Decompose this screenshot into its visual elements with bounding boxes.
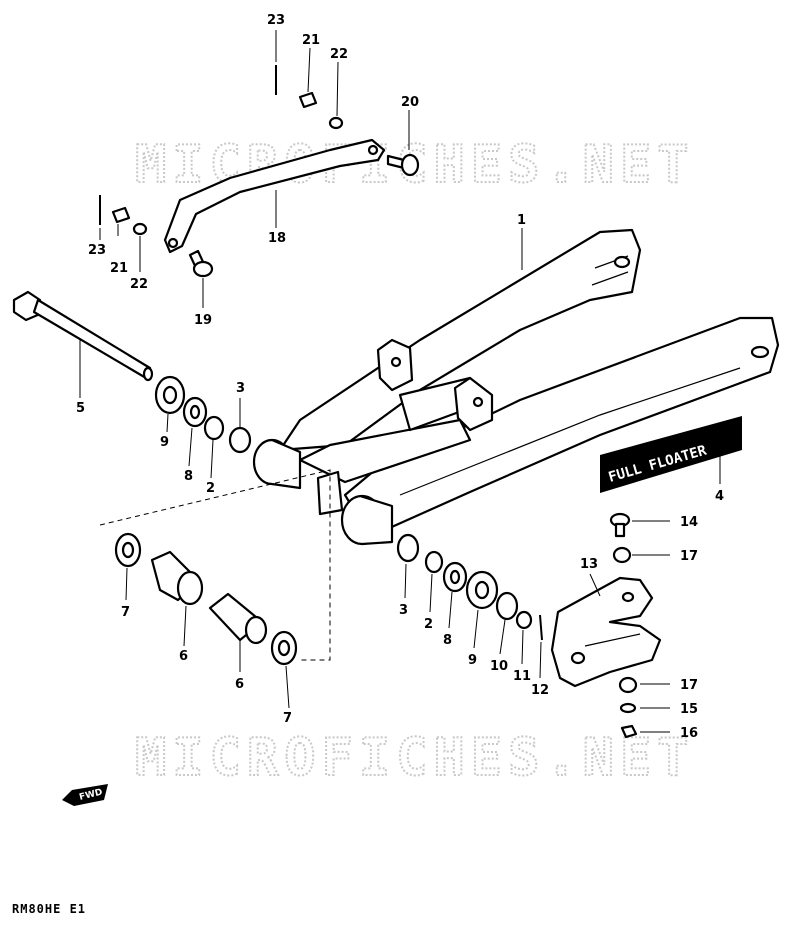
bolt-14 <box>609 512 631 538</box>
axle-centerline <box>99 469 331 661</box>
collar-17-upper <box>612 546 632 564</box>
callout-1: 1 <box>517 213 526 228</box>
pivot-bolt <box>12 290 154 382</box>
callout-23: 23 <box>88 243 106 258</box>
callout-4: 4 <box>715 489 724 504</box>
model-code: RM80HE E1 <box>12 902 87 916</box>
callout-20: 20 <box>401 95 419 110</box>
forward-arrow: FWD <box>62 784 108 806</box>
callout-6: 6 <box>235 677 244 692</box>
collar-17-lower <box>618 676 638 694</box>
callout-labels: 23 21 22 20 18 23 21 22 19 1 5 3 9 8 2 4… <box>76 13 724 741</box>
collar-stack <box>114 532 298 666</box>
callout-13: 13 <box>580 557 598 572</box>
callout-2: 2 <box>206 481 215 496</box>
callout-18: 18 <box>268 231 286 246</box>
callout-9: 9 <box>160 435 169 450</box>
swingarm <box>252 228 780 546</box>
bolt-19 <box>188 249 214 278</box>
callout-10: 10 <box>490 659 508 674</box>
callout-6: 6 <box>179 649 188 664</box>
watermark-bottom: MICROFICHES.NET <box>135 728 695 788</box>
callout-14: 14 <box>680 515 698 530</box>
left-pivot-stack <box>154 375 252 454</box>
nut-16 <box>620 724 638 739</box>
callout-3: 3 <box>236 381 245 396</box>
leader-lines <box>79 30 721 733</box>
callout-11: 11 <box>513 669 531 684</box>
callout-3: 3 <box>399 603 408 618</box>
callout-23: 23 <box>267 13 285 28</box>
callout-8: 8 <box>184 469 193 484</box>
bolt-20 <box>386 153 420 177</box>
callout-22: 22 <box>330 47 348 62</box>
callout-21: 21 <box>302 33 320 48</box>
torque-link <box>163 138 386 254</box>
callout-8: 8 <box>443 633 452 648</box>
callout-7: 7 <box>283 711 292 726</box>
callout-7: 7 <box>121 605 130 620</box>
callout-12: 12 <box>531 683 549 698</box>
callout-16: 16 <box>680 726 698 741</box>
callout-22: 22 <box>130 277 148 292</box>
callout-2: 2 <box>424 617 433 632</box>
callout-19: 19 <box>194 313 212 328</box>
callout-9: 9 <box>468 653 477 668</box>
callout-15: 15 <box>680 702 698 717</box>
callout-17: 17 <box>680 549 698 564</box>
callout-5: 5 <box>76 401 85 416</box>
washer-15 <box>619 702 637 714</box>
right-pivot-stack <box>396 533 543 641</box>
callout-17: 17 <box>680 678 698 693</box>
callout-21: 21 <box>110 261 128 276</box>
chain-adjuster <box>550 576 662 688</box>
hardware-upper <box>99 65 344 236</box>
